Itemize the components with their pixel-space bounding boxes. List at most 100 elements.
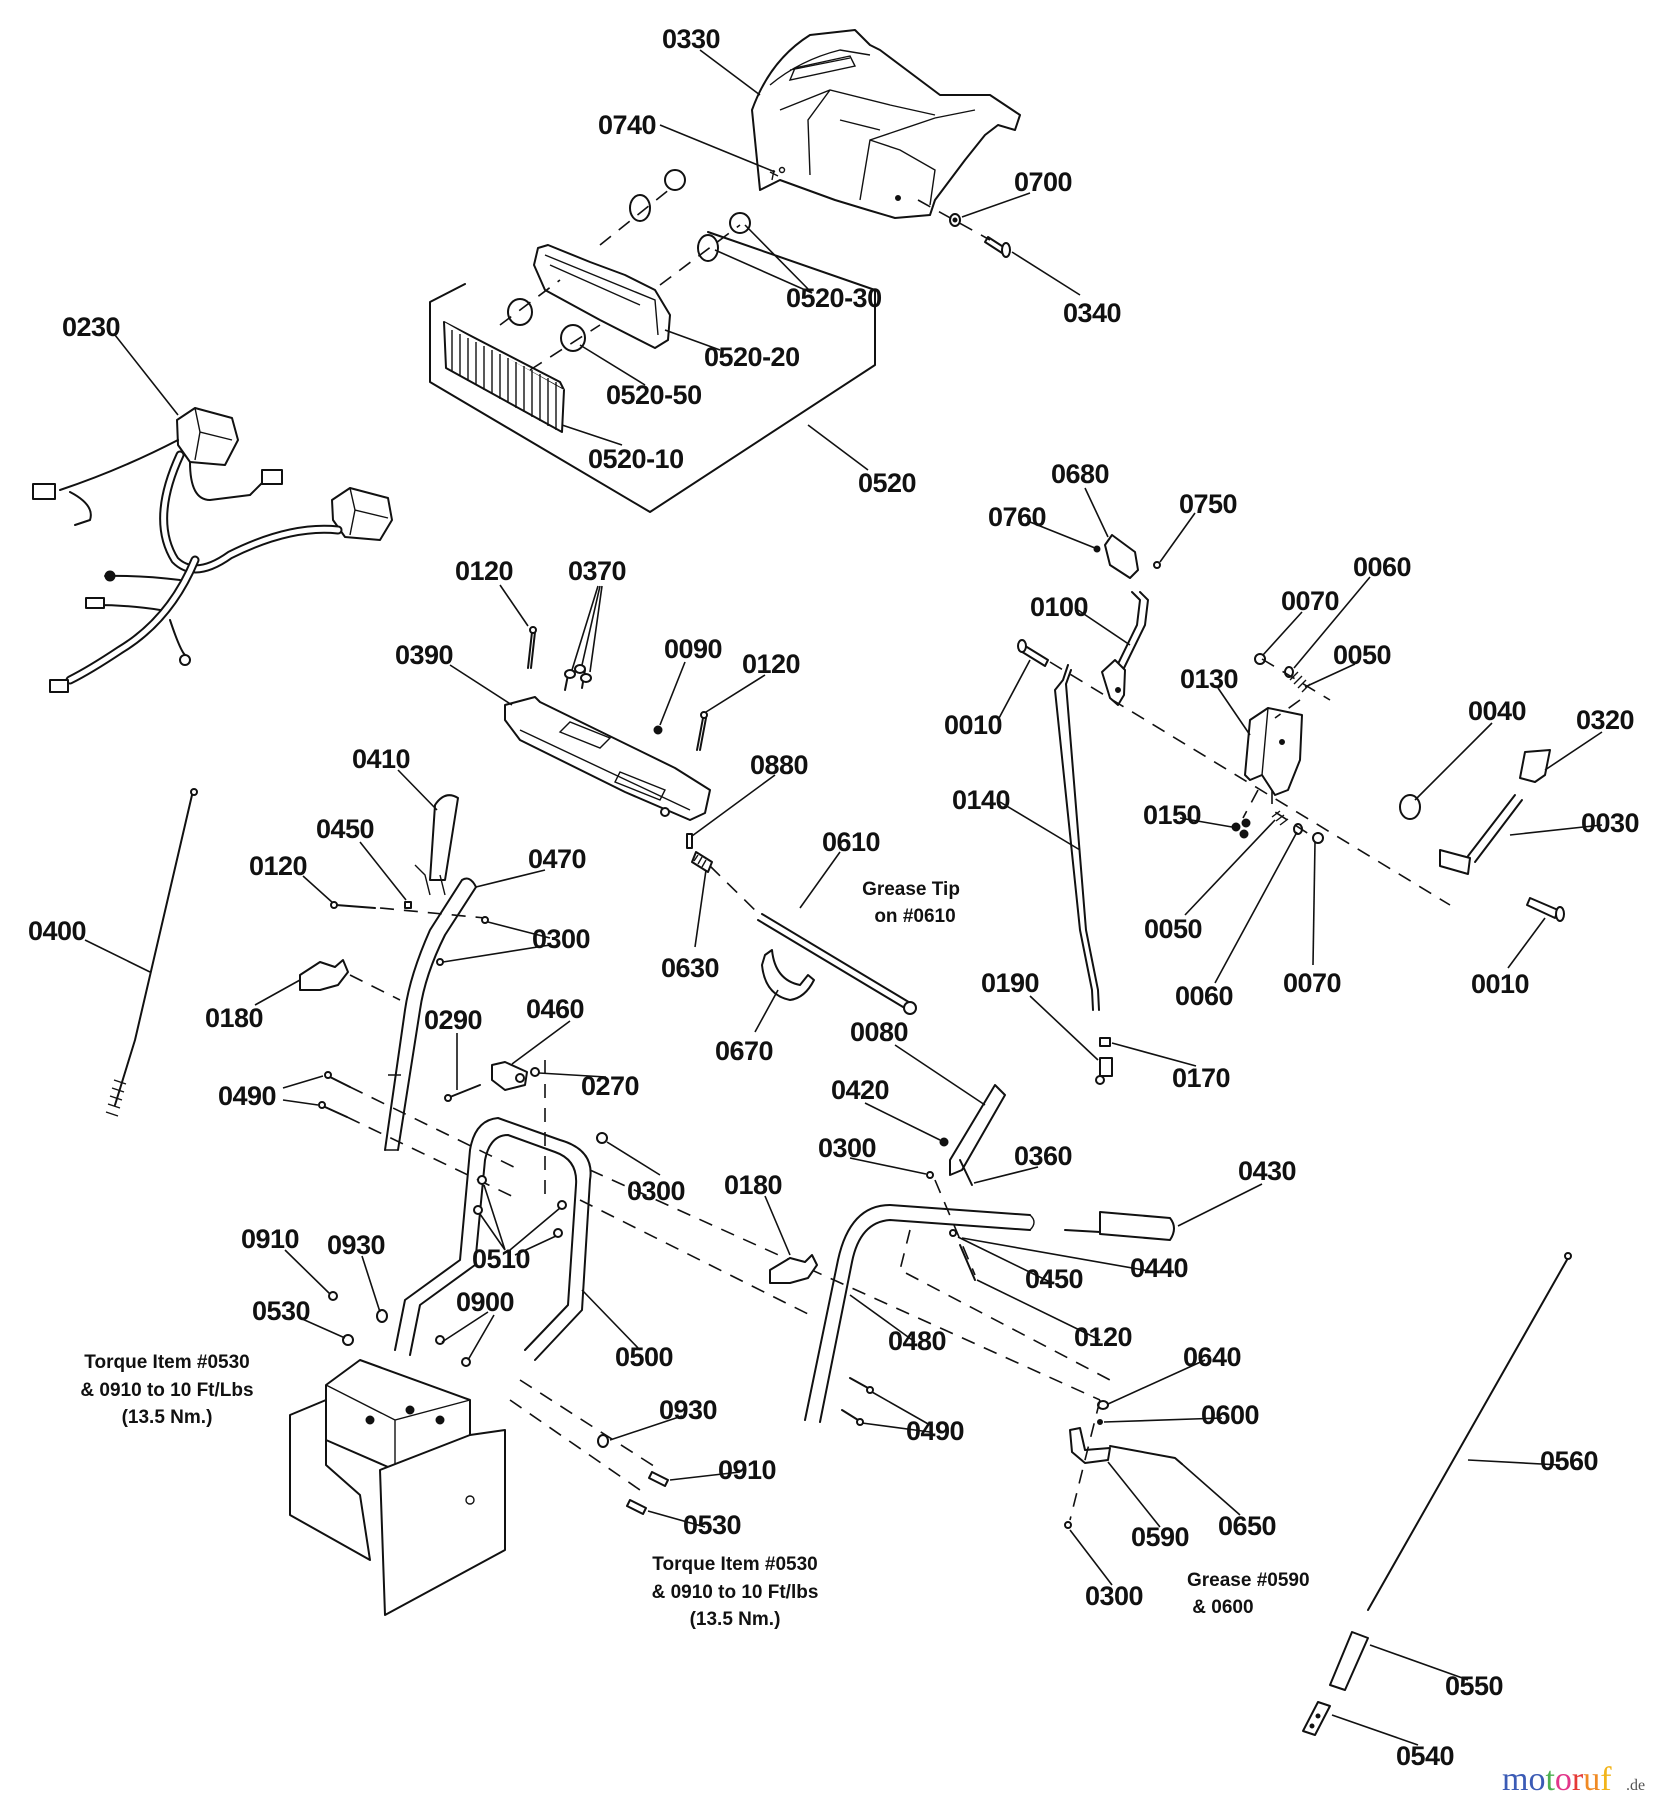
callout-0190: 0190 (981, 968, 1039, 998)
assembly-line (709, 865, 761, 916)
callout-0060-lower: 0060 (1175, 981, 1233, 1011)
part-0410-grip (414, 794, 459, 896)
assembly-line (379, 907, 486, 919)
callout-0530-a: 0530 (252, 1296, 310, 1326)
callout-0370: 0370 (568, 556, 626, 586)
callout-0880: 0880 (750, 750, 808, 780)
part-0300-nut-b (596, 1132, 608, 1144)
part-0100-shift-lever (1101, 591, 1149, 706)
callout-0050-upper: 0050 (1333, 640, 1391, 670)
assembly-line (1271, 790, 1316, 839)
assembly-line (934, 1179, 976, 1276)
callout-0630: 0630 (661, 953, 719, 983)
part-0910-bolt-b (648, 1471, 669, 1487)
callout-0390: 0390 (395, 640, 453, 670)
part-0190-ferrule (1095, 1057, 1113, 1085)
part-0450-bushing-b (949, 1229, 957, 1237)
callout-0010-upper: 0010 (944, 710, 1002, 740)
part-0180-clip-b (769, 1254, 818, 1284)
part-0420-nut (939, 1137, 949, 1147)
part-0550-sleeve (1329, 1631, 1369, 1691)
assembly-line (659, 224, 741, 286)
callout-0320: 0320 (1576, 705, 1634, 735)
note-torque-right: Torque Item #0530 & 0910 to 10 Ft/lbs (1… (652, 1554, 819, 1630)
part-0630-spring (691, 851, 713, 873)
note-torque-left: Torque Item #0530 & 0910 to 10 Ft/Lbs (1… (80, 1352, 253, 1428)
callout-0300-c: 0300 (818, 1133, 876, 1163)
note-line: (13.5 Nm.) (122, 1407, 213, 1428)
part-0320-knob (1519, 749, 1551, 783)
callout-0230: 0230 (62, 312, 120, 342)
note-line: Torque Item #0530 (652, 1554, 817, 1575)
callout-0090: 0090 (664, 634, 722, 664)
note-line: & 0600 (1187, 1597, 1254, 1618)
note-grease-lever: Grease #0590 & 0600 (1187, 1570, 1310, 1618)
assembly-line (1069, 1399, 1101, 1521)
part-0070-nut-upper (1254, 653, 1266, 665)
callout-0540: 0540 (1396, 1741, 1454, 1771)
callout-0100: 0100 (1030, 592, 1088, 622)
callout-0060-upper: 0060 (1353, 552, 1411, 582)
note-line: Grease Tip (862, 879, 960, 900)
part-0120-bolt-d (959, 1244, 976, 1281)
assembly-line (599, 184, 676, 246)
callout-0480: 0480 (888, 1326, 946, 1356)
part-0510-nuts (473, 1175, 567, 1238)
callout-0410: 0410 (352, 744, 410, 774)
assembly-line (349, 1086, 521, 1171)
callout-0130: 0130 (1180, 664, 1238, 694)
part-0590-bracket (1069, 1427, 1111, 1464)
part-0880-pin (686, 833, 693, 849)
part-0670-clip (761, 949, 815, 1001)
part-0400-cable (105, 788, 198, 1117)
part-0300-nut-a (436, 916, 489, 966)
callout-0430: 0430 (1238, 1156, 1296, 1186)
part-0390-dash-panel (504, 696, 711, 821)
callout-0520-30: 0520-30 (786, 283, 882, 313)
callout-0360: 0360 (1014, 1141, 1072, 1171)
callout-0440: 0440 (1130, 1253, 1188, 1283)
assembly-line (579, 1199, 811, 1316)
part-0680-lever-knob (1093, 534, 1161, 579)
part-0180-clip-a (299, 959, 349, 991)
part-0080-shift-lever (949, 1084, 1006, 1176)
callout-0490-a: 0490 (218, 1081, 276, 1111)
note-grease-tip: Grease Tip on #0610 (862, 879, 960, 927)
callout-0510: 0510 (472, 1244, 530, 1274)
callout-0450-a: 0450 (316, 814, 374, 844)
callout-0180-b: 0180 (724, 1170, 782, 1200)
callout-0700: 0700 (1014, 167, 1072, 197)
callout-0910-b: 0910 (718, 1455, 776, 1485)
callout-0150: 0150 (1143, 800, 1201, 830)
callout-0340: 0340 (1063, 298, 1121, 328)
note-line: & 0910 to 10 Ft/Lbs (80, 1380, 253, 1401)
part-0230-wire-harness (32, 407, 393, 693)
callout-0120-c: 0120 (249, 851, 307, 881)
note-line: & 0910 to 10 Ft/lbs (652, 1582, 819, 1603)
callout-0760: 0760 (988, 502, 1046, 532)
callout-labels: 0330 0740 0700 0340 0520-30 0520-20 0520… (28, 24, 1640, 1771)
part-0290-bolt (444, 1084, 481, 1102)
part-0140-rod (1054, 664, 1100, 1011)
callout-0450-b: 0450 (1025, 1264, 1083, 1294)
part-0370-bolts (564, 664, 592, 691)
callout-0610: 0610 (822, 827, 880, 857)
part-0530-bolt-b (626, 1499, 647, 1515)
callout-0750: 0750 (1179, 489, 1237, 519)
callout-0180-a: 0180 (205, 1003, 263, 1033)
part-frame-mount (289, 1359, 506, 1616)
part-0150-nuts (1231, 818, 1251, 839)
watermark-letter: o (1555, 1761, 1572, 1798)
part-0700-washer (949, 213, 961, 227)
part-0120-bolt-c (330, 901, 376, 909)
part-0300-nut-c (926, 1171, 934, 1179)
callout-0140: 0140 (952, 785, 1010, 815)
part-0070-nut-lower (1312, 832, 1324, 844)
part-0560-cable (1367, 1252, 1572, 1611)
assembly-line (529, 324, 601, 371)
callout-0680: 0680 (1051, 459, 1109, 489)
assembly-line (1242, 789, 1259, 819)
part-0530-bolt-a (342, 1334, 354, 1346)
part-0170-nut (1099, 1037, 1111, 1047)
note-line: Torque Item #0530 (84, 1352, 249, 1373)
